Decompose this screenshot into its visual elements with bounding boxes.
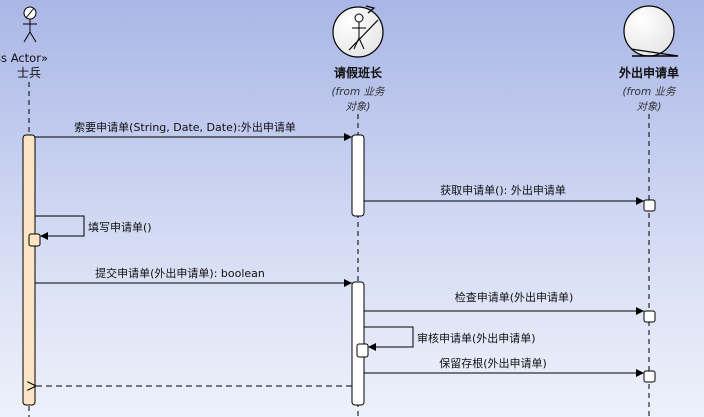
lifeline-from-line1-leader: (from 业务 bbox=[331, 86, 386, 98]
message-label-2: 获取申请单(): 外出申请单 bbox=[440, 183, 566, 197]
message-arrow-6[interactable] bbox=[364, 326, 414, 351]
lifeline-from-line2-leader: 对象) bbox=[345, 101, 370, 113]
message-label-6: 审核申请单(外出申请单) bbox=[417, 331, 536, 345]
form-activation-2[interactable] bbox=[643, 310, 656, 323]
lifeline-name-form: 外出申请单 bbox=[619, 65, 679, 80]
lifeline-name-leader: 请假班长 bbox=[334, 65, 383, 80]
actor-activation-bar[interactable] bbox=[22, 134, 36, 406]
lifeline-from-line2-form: 对象) bbox=[636, 101, 661, 113]
message-label-4: 提交申请单(外出申请单): boolean bbox=[95, 266, 265, 280]
form-activation-3[interactable] bbox=[643, 370, 656, 383]
message-label-7: 保留存根(外出申请单) bbox=[439, 356, 547, 370]
message-label-3: 填写申请单() bbox=[88, 220, 152, 234]
control-object-icon[interactable] bbox=[332, 5, 384, 58]
leader-activation-bar-1[interactable] bbox=[351, 134, 365, 217]
leader-self-activation[interactable] bbox=[356, 343, 369, 358]
form-activation-1[interactable] bbox=[643, 199, 656, 212]
message-label-1: 索要申请单(String, Date, Date):外出申请单 bbox=[74, 120, 296, 134]
actor-name: 士兵 bbox=[17, 66, 41, 80]
message-arrow-3[interactable] bbox=[35, 215, 85, 240]
lifeline-from-line1-form: (from 业务 bbox=[622, 86, 677, 98]
actor-stereotype: siness Actor» bbox=[0, 51, 48, 65]
entity-object-icon[interactable] bbox=[623, 5, 679, 57]
actor-figure-icon[interactable] bbox=[23, 6, 37, 43]
message-label-5: 检查申请单(外出申请单) bbox=[455, 290, 574, 304]
actor-self-activation[interactable] bbox=[28, 233, 41, 247]
